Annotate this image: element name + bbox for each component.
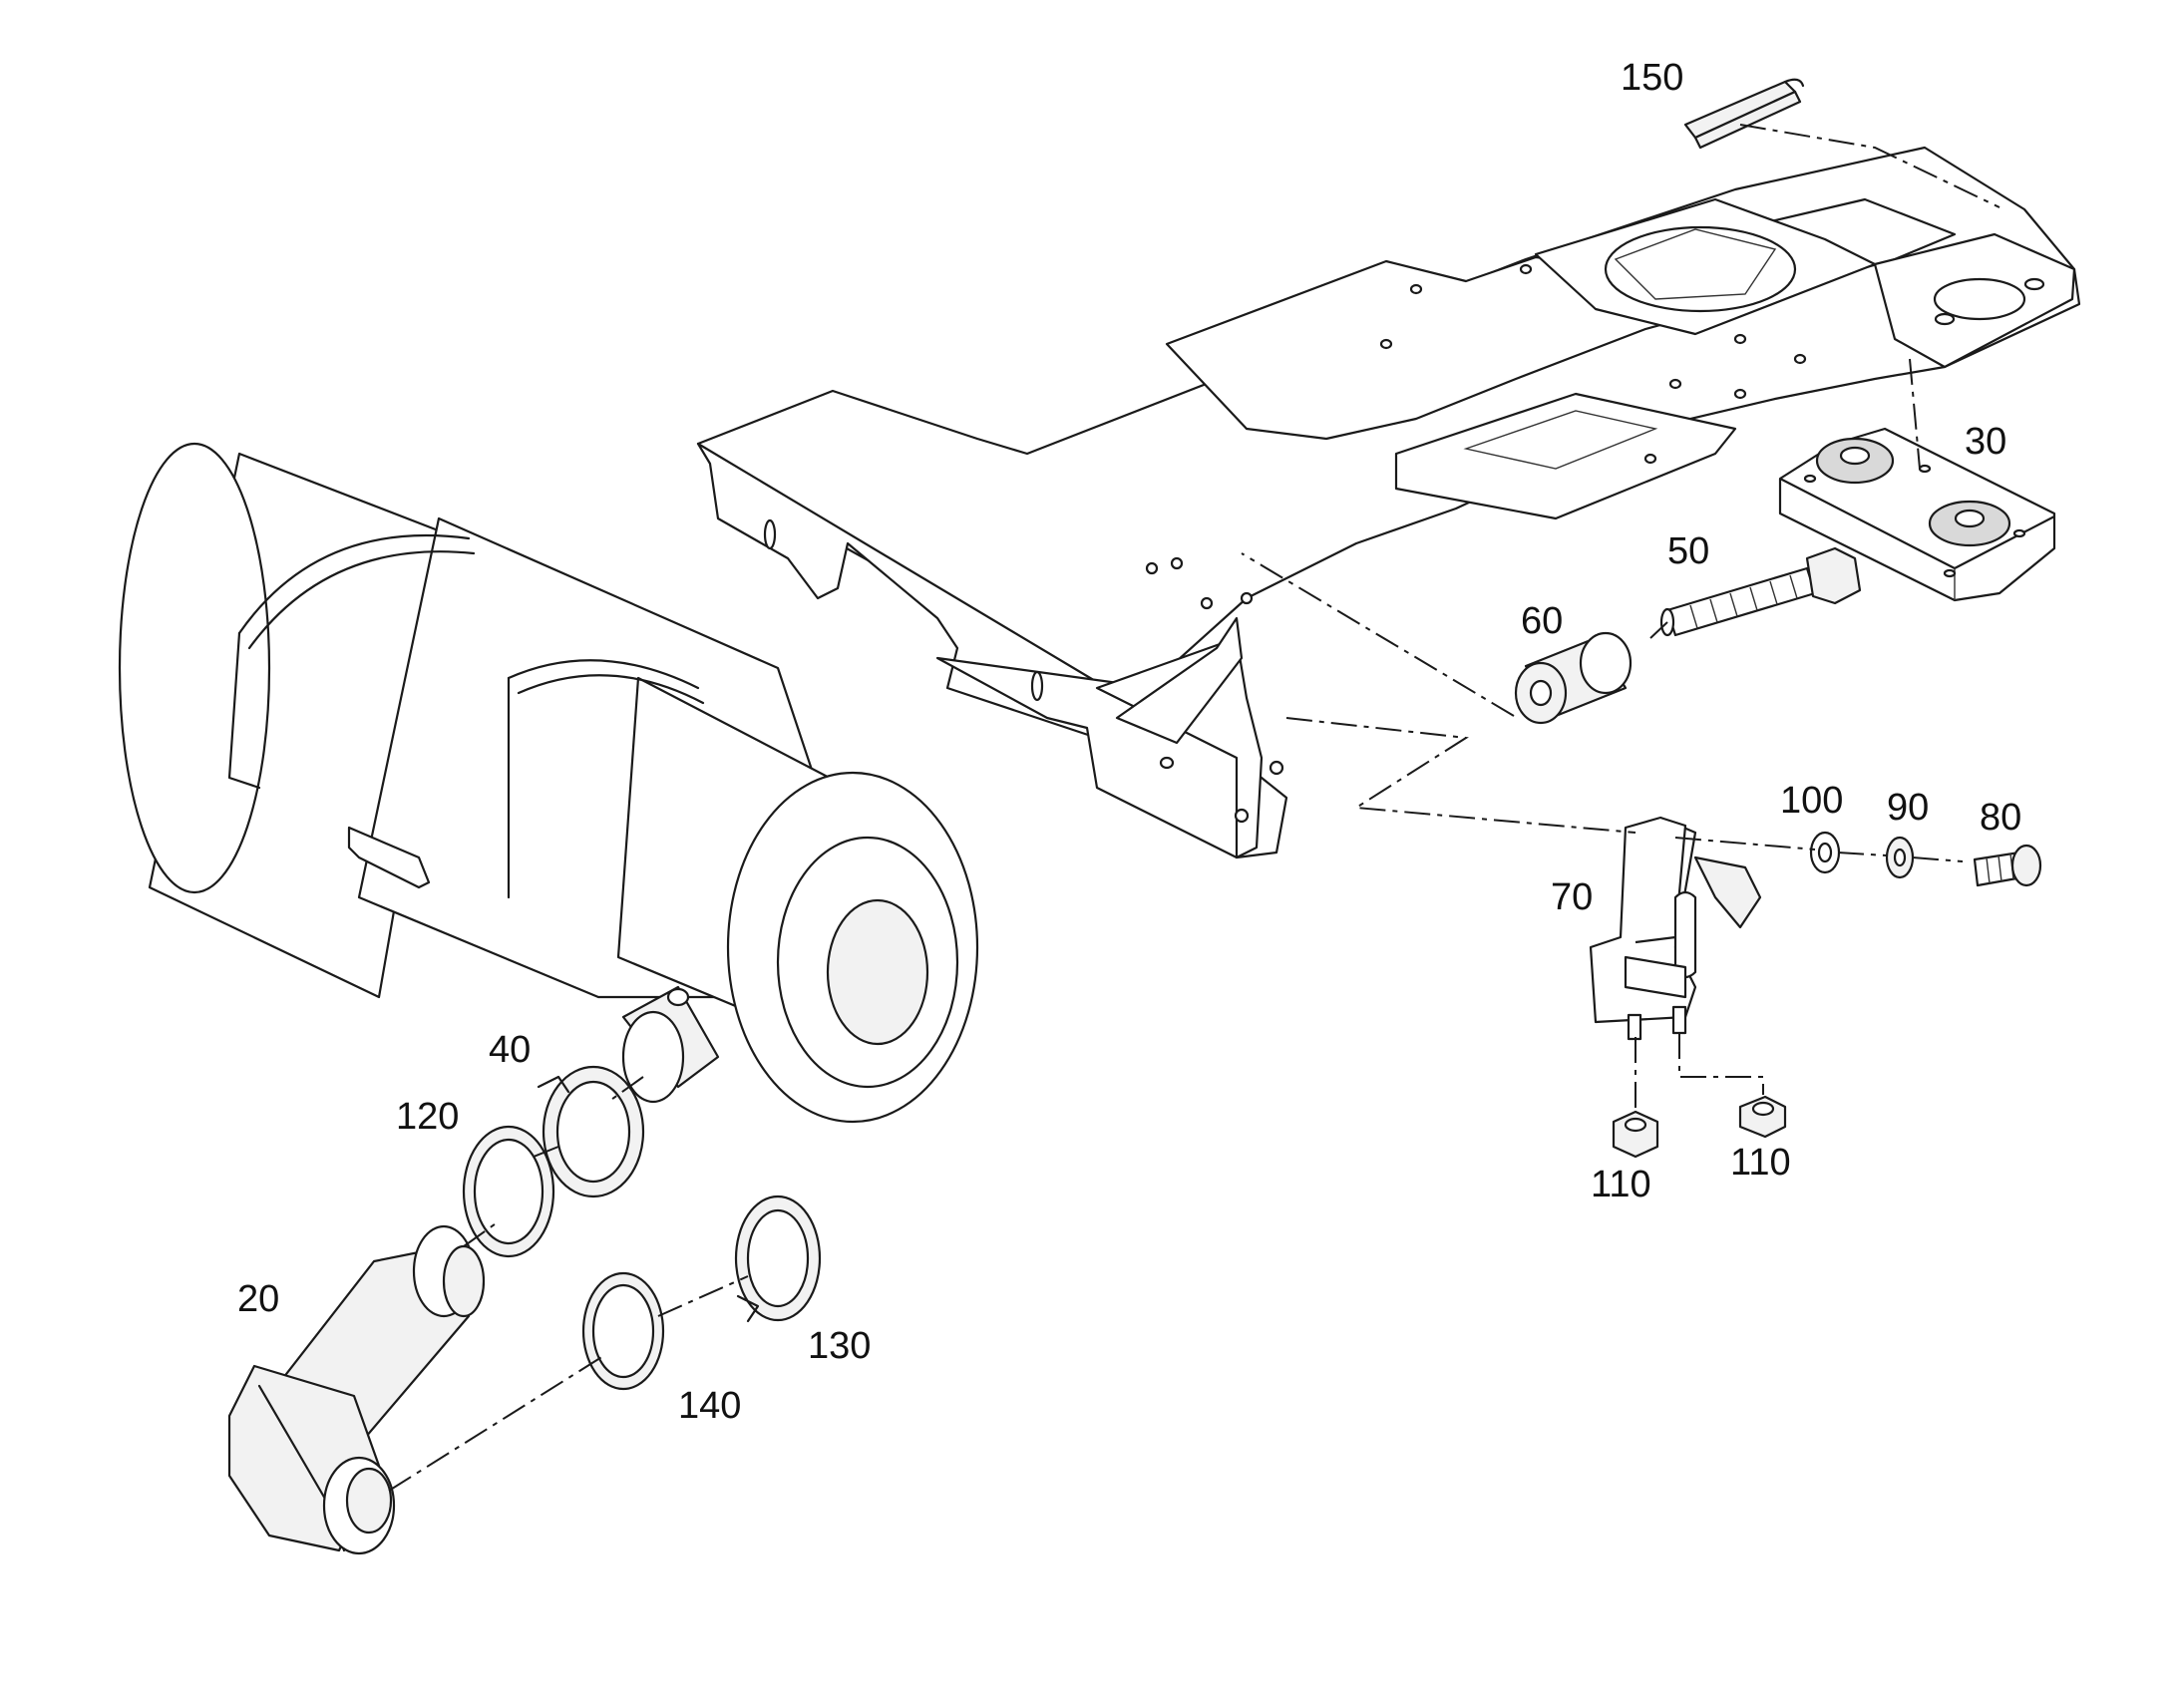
part-100-washer xyxy=(1809,831,1841,874)
callout-labels: 150 30 50 60 100 90 80 70 110 110 40 120… xyxy=(237,57,2021,1427)
part-30-mount-plate xyxy=(1778,427,2056,602)
callout-120: 120 xyxy=(396,1096,459,1138)
part-130-clamp xyxy=(734,1195,822,1323)
callout-20: 20 xyxy=(237,1278,279,1320)
callout-90: 90 xyxy=(1887,787,1929,829)
part-20-elbow-pipe xyxy=(227,1224,486,1555)
callout-140: 140 xyxy=(678,1385,741,1427)
part-80-screw xyxy=(1973,844,2042,887)
callout-80: 80 xyxy=(1980,797,2021,839)
callout-60: 60 xyxy=(1521,600,1563,642)
callout-130: 130 xyxy=(808,1325,871,1367)
callout-30: 30 xyxy=(1965,421,2006,463)
muffler-assembly xyxy=(118,442,979,1124)
part-110-nut-right xyxy=(1738,1095,1787,1139)
part-50-bolt xyxy=(1659,546,1862,637)
part-150-rubber-strip xyxy=(1683,78,1805,150)
part-140-ring xyxy=(581,1271,665,1391)
part-110-nut-left xyxy=(1612,1110,1659,1159)
part-120-ring xyxy=(462,1125,555,1258)
assembly-lines xyxy=(388,124,2000,1492)
callout-110-left: 110 xyxy=(1591,1164,1651,1205)
callout-70: 70 xyxy=(1551,876,1593,918)
callout-50: 50 xyxy=(1667,530,1709,572)
callout-150: 150 xyxy=(1621,57,1683,99)
callout-100: 100 xyxy=(1780,780,1843,822)
callout-40: 40 xyxy=(489,1029,531,1071)
part-60-spacer xyxy=(1514,631,1633,725)
mounting-frame xyxy=(696,146,2081,859)
part-90-washer xyxy=(1885,836,1915,879)
callout-110-right: 110 xyxy=(1730,1142,1791,1184)
part-40-clamp xyxy=(537,1065,645,1198)
part-70-sensor-bracket xyxy=(1589,816,1762,1041)
